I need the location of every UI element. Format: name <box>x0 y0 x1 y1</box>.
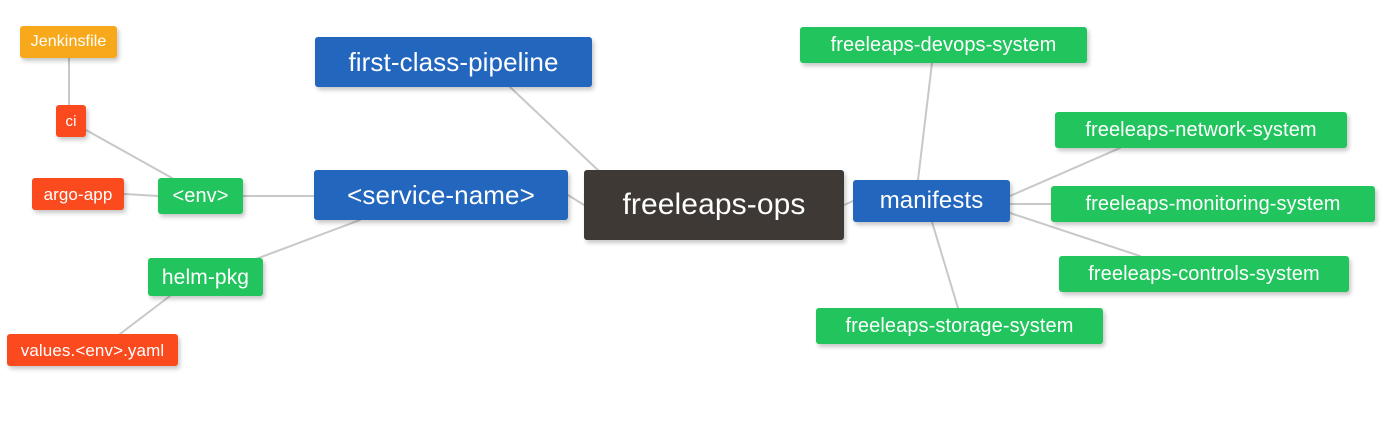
edge-freeleaps-ops-to-first-class-pipeline <box>509 86 601 173</box>
mindmap-node-freeleaps-ops[interactable]: freeleaps-ops <box>584 170 844 240</box>
mindmap-node-freeleaps-storage-system[interactable]: freeleaps-storage-system <box>816 308 1103 344</box>
mindmap-node-freeleaps-devops-system[interactable]: freeleaps-devops-system <box>800 27 1087 63</box>
mindmap-node-service-name[interactable]: <service-name> <box>314 170 568 220</box>
edge-env-to-argo-app <box>123 193 159 197</box>
mindmap-node-manifests[interactable]: manifests <box>853 180 1010 222</box>
mindmap-node-freeleaps-controls-system[interactable]: freeleaps-controls-system <box>1059 256 1349 292</box>
edge-manifests-to-freeleaps-storage-system <box>931 221 959 309</box>
mindmap-node-freeleaps-monitoring-system[interactable]: freeleaps-monitoring-system <box>1051 186 1375 222</box>
mindmap-node-argo-app[interactable]: argo-app <box>32 178 124 210</box>
edge-helm-pkg-to-values-env-yaml <box>119 295 171 335</box>
edge-manifests-to-freeleaps-network-system <box>1009 147 1121 197</box>
mindmap-node-ci[interactable]: ci <box>56 105 86 137</box>
mindmap-node-first-class-pipeline[interactable]: first-class-pipeline <box>315 37 592 87</box>
edge-env-to-ci <box>85 129 173 179</box>
mindmap-node-Jenkinsfile[interactable]: Jenkinsfile <box>20 26 117 58</box>
edge-manifests-to-freeleaps-devops-system <box>917 62 933 181</box>
edge-freeleaps-ops-to-service-name <box>567 194 585 206</box>
mindmap-node-env[interactable]: <env> <box>158 178 243 214</box>
edge-service-name-to-helm-pkg <box>247 219 361 263</box>
edge-freeleaps-ops-to-manifests <box>843 200 854 206</box>
mindmap-node-helm-pkg[interactable]: helm-pkg <box>148 258 263 296</box>
mindmap-node-freeleaps-network-system[interactable]: freeleaps-network-system <box>1055 112 1347 148</box>
mindmap-node-values-env-yaml[interactable]: values.<env>.yaml <box>7 334 178 366</box>
edge-manifests-to-freeleaps-controls-system <box>1009 212 1141 257</box>
